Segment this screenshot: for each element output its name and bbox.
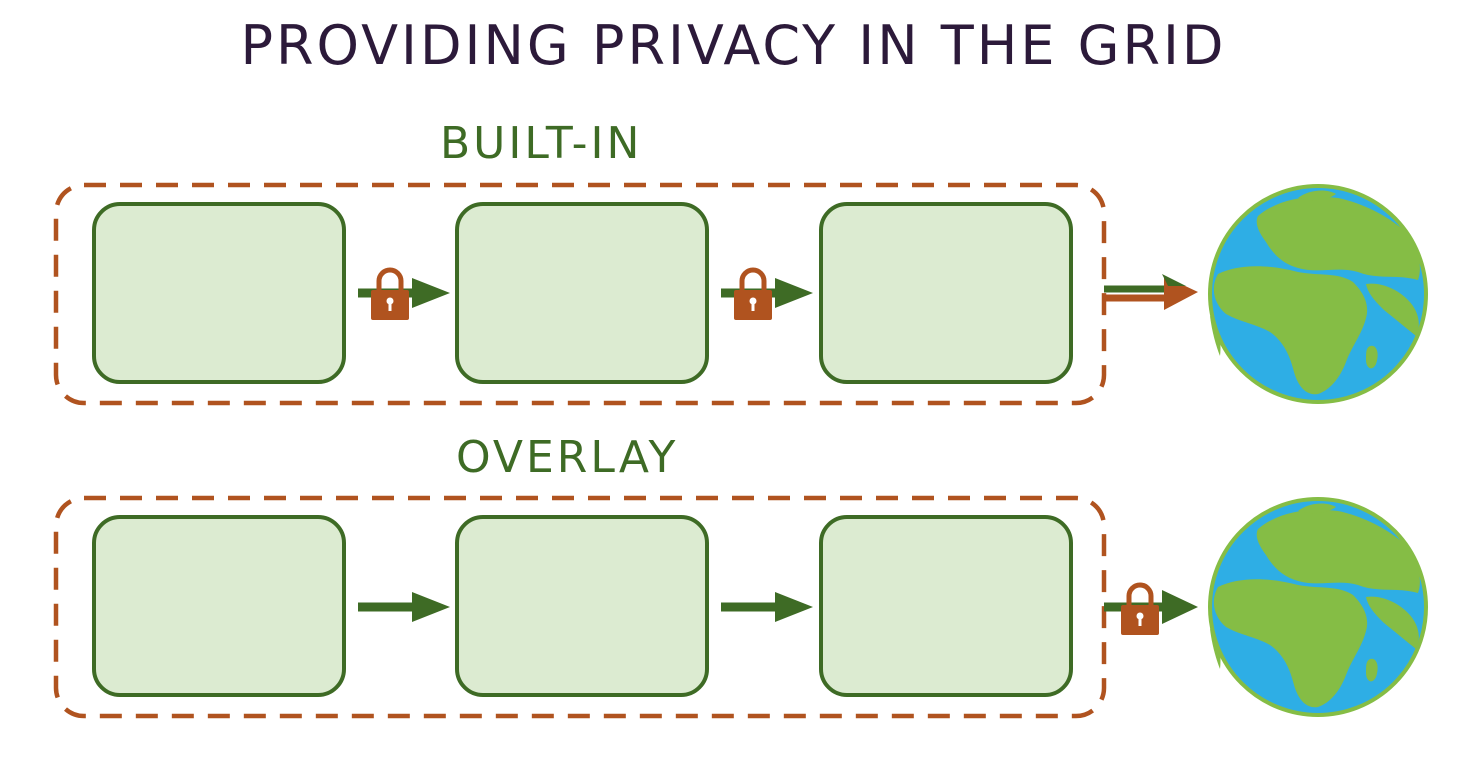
built-in-boundary — [53, 182, 1107, 406]
overlay-node-3 — [819, 515, 1073, 697]
built-in-node-2 — [455, 202, 709, 384]
lock-icon — [734, 270, 772, 320]
section-label-overlay: OVERLAY — [456, 432, 679, 483]
lock-icon — [371, 270, 409, 320]
section-label-built-in: BUILT-IN — [440, 118, 643, 169]
globe-icon — [1208, 184, 1428, 404]
built-in-node-1 — [92, 202, 346, 384]
diagram-title: PROVIDING PRIVACY IN THE GRID — [240, 14, 1227, 77]
built-in-node-3 — [819, 202, 1073, 384]
globe-icon — [1208, 497, 1428, 717]
arrow-right-icon — [1104, 274, 1198, 310]
lock-icon — [1121, 585, 1159, 635]
overlay-node-2 — [455, 515, 709, 697]
overlay-node-1 — [92, 515, 346, 697]
arrow-right-icon — [721, 592, 813, 622]
arrow-right-icon — [358, 592, 450, 622]
